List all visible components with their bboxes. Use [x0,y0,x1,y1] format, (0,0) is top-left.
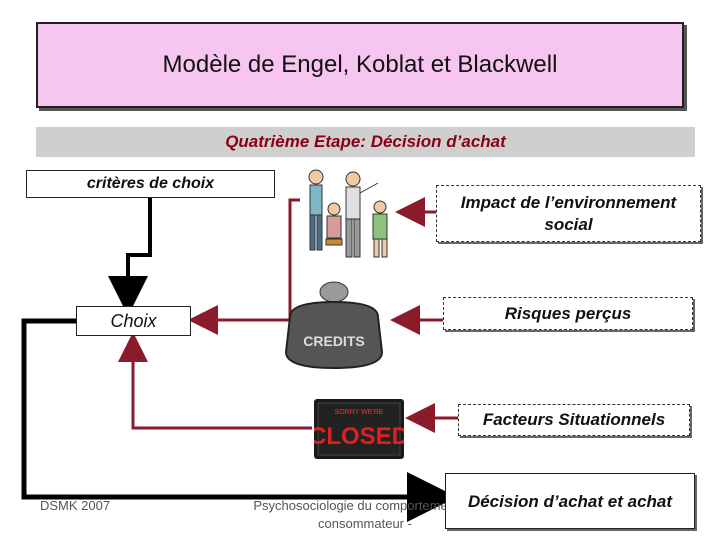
closed-main-text: CLOSED [314,423,404,450]
closed-sign-image: SORRY WE'RE CLOSED [314,399,404,459]
situational-box: Facteurs Situationnels [458,404,690,436]
footer-left: DSMK 2007 [40,498,111,513]
arrow-closed-to-choice [118,332,312,430]
decision-box: Décision d’achat et achat [445,473,695,529]
title-box: Modèle de Engel, Koblat et Blackwell [36,22,684,108]
choice-box: Choix [76,306,191,336]
people-illustration [308,169,388,258]
criteria-label: critères de choix [86,175,215,192]
credits-bag-image: CREDITS [284,281,384,370]
step-banner: Quatrième Etape: Décision d’achat [36,127,695,157]
situational-label: Facteurs Situationnels [482,410,666,429]
closed-top-text: SORRY WE'RE [335,409,384,416]
footer-center: Psychosociologie du comportement du cons… [253,498,477,531]
step-title: Quatrième Etape: Décision d’achat [225,132,506,151]
arrow-choice-to-decision [21,318,457,522]
decision-label: Décision d’achat et achat [467,491,673,511]
arrow-criteria-to-choice [108,198,152,316]
impact-box: Impact de l’environnement social [436,185,701,242]
choice-label: Choix [110,310,157,331]
risks-box: Risques perçus [443,297,693,330]
impact-label: Impact de l’environnement social [460,192,677,234]
diagram-title: Modèle de Engel, Koblat et Blackwell [162,51,558,78]
arrow-people-to-choice [188,198,300,335]
risks-label: Risques perçus [504,303,632,323]
criteria-box: critères de choix [26,170,275,198]
credits-text: CREDITS [303,333,364,349]
